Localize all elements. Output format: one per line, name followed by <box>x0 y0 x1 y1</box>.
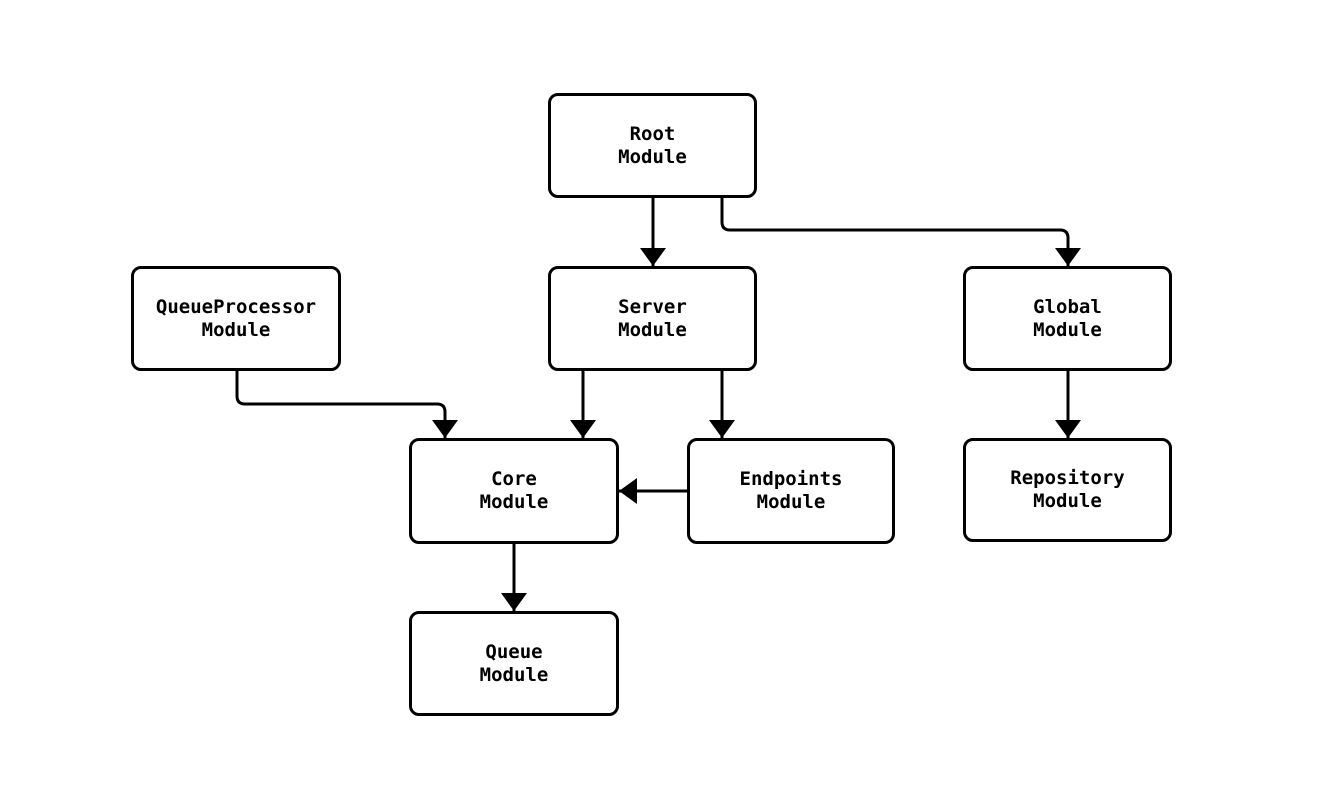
edge-queueprocessor-to-core <box>235 371 458 438</box>
edge-root-to-global <box>720 198 1081 266</box>
node-repository-module: Repository Module <box>963 438 1172 542</box>
node-root-module: Root Module <box>548 93 757 198</box>
node-label: Endpoints Module <box>739 468 843 513</box>
node-global-module: Global Module <box>963 266 1172 371</box>
node-queue-module: Queue Module <box>409 611 619 716</box>
node-label: Core Module <box>479 468 549 513</box>
node-label: Server Module <box>618 295 687 341</box>
node-endpoints-module: Endpoints Module <box>687 438 895 544</box>
node-label: Global Module <box>1033 295 1102 341</box>
node-label: Repository Module <box>1010 467 1125 512</box>
node-label: Root Module <box>618 122 687 168</box>
node-label: Queue Module <box>479 640 549 686</box>
node-queueprocessor-module: QueueProcessor Module <box>131 266 341 371</box>
node-server-module: Server Module <box>548 266 757 371</box>
node-label: QueueProcessor Module <box>155 295 317 341</box>
node-core-module: Core Module <box>409 438 619 544</box>
